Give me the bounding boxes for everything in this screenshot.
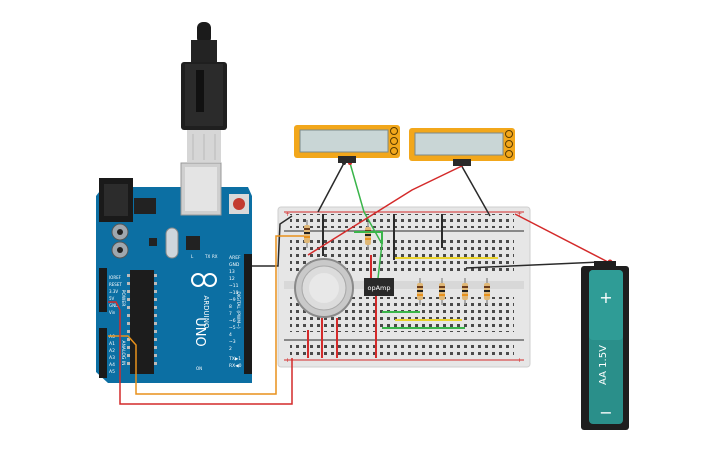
rail-plus-bottom: + — [285, 357, 290, 364]
analog-pin-label: A2 — [109, 348, 115, 354]
label-vin: Vin — [109, 310, 116, 315]
label-tx1: TX▶1 — [228, 356, 241, 362]
wire-black-probe-left[interactable] — [317, 162, 345, 213]
meter-mode-button[interactable] — [505, 140, 513, 148]
resistor-2[interactable] — [439, 278, 445, 305]
label-3v3: 3.3V — [109, 289, 118, 294]
multimeter-right[interactable] — [409, 128, 515, 166]
wire-black-gnd[interactable] — [252, 215, 293, 267]
power-header — [99, 268, 107, 312]
battery-aa[interactable]: + − AA 1.5V — [581, 261, 629, 430]
wire-red-battery[interactable] — [514, 213, 609, 263]
digital-pin-label: 12 — [229, 276, 235, 282]
digital-pin-label: ~11 — [229, 283, 239, 289]
digital-pin-label: ~10 — [229, 290, 239, 296]
meter-mode-button[interactable] — [505, 130, 513, 138]
resistor-top-left[interactable] — [304, 220, 310, 248]
label-5v: 5V — [109, 296, 115, 301]
analog-pin-label: A5 — [109, 369, 115, 375]
label-gnd: GND — [229, 262, 240, 268]
rail-plus-top: + — [285, 211, 290, 218]
label-ioref: IOREF — [109, 275, 122, 280]
analog-pin-label: A4 — [109, 362, 115, 368]
breadboard[interactable]: + + + + — [277, 206, 531, 368]
wire-orange-a0[interactable] — [108, 235, 304, 395]
digital-pin-label: 8 — [229, 304, 232, 310]
usb-cable[interactable] — [181, 22, 227, 162]
rail-plus-bottom-right: + — [517, 357, 522, 364]
label-on: ON — [196, 366, 202, 371]
wire-green-probe[interactable] — [349, 162, 383, 279]
digital-pin-label: 13 — [229, 269, 235, 275]
digital-pin-label: ~5 — [229, 325, 236, 331]
opamp-chip[interactable]: opAmp — [364, 278, 394, 296]
label-aref: AREF — [229, 255, 241, 261]
label-power: POWER — [120, 290, 126, 307]
digital-pin-label: ~6 — [229, 318, 236, 324]
digital-pin-label: 7 — [229, 311, 232, 317]
arduino-uno-board[interactable]: ARDUINO UNO TX RX ON L AREF GND 1312~11~… — [96, 162, 252, 383]
digital-pin-label: 2 — [229, 346, 232, 352]
analog-pin-label: A1 — [109, 341, 115, 347]
gas-sensor[interactable] — [294, 258, 354, 318]
resistor-3[interactable] — [462, 278, 468, 305]
wire-green-3[interactable] — [354, 231, 383, 244]
analog-pin-label: A3 — [109, 355, 115, 361]
arduino-brand: ARDUINO — [202, 296, 210, 329]
label-reset: RESET — [109, 282, 122, 287]
battery-minus: − — [599, 403, 612, 422]
analog-pin-label: A0 — [109, 334, 115, 340]
label-digital: DIGITAL (PWM~) — [235, 291, 241, 329]
meter-mode-button[interactable] — [390, 137, 398, 145]
battery-plus: + — [599, 288, 612, 307]
opamp-label: opAmp — [367, 284, 390, 292]
battery-label: AA 1.5V — [598, 345, 609, 385]
digital-pin-label: ~3 — [229, 339, 236, 345]
label-analog: ANALOG IN — [120, 340, 126, 365]
arduino-model: UNO — [192, 317, 207, 346]
rail-plus-top-right: + — [517, 211, 522, 218]
analog-header — [99, 328, 107, 378]
wire-black-probe-right[interactable] — [459, 162, 491, 217]
resistor-4[interactable] — [484, 278, 490, 305]
label-l: L — [191, 254, 194, 259]
label-tx: TX — [204, 254, 210, 259]
wire-red-5v[interactable] — [108, 301, 293, 405]
wire-red-probe-right[interactable] — [307, 162, 469, 256]
label-rx: RX — [212, 254, 218, 259]
meter-mode-button[interactable] — [390, 147, 398, 155]
meter-mode-button[interactable] — [390, 127, 398, 135]
multimeter-left[interactable] — [294, 125, 400, 163]
label-gnd2: GND — [109, 303, 118, 308]
resistor-1[interactable] — [417, 278, 423, 305]
label-rx0: RX◀0 — [229, 363, 242, 369]
digital-pin-label: 4 — [229, 332, 232, 338]
meter-mode-button[interactable] — [505, 150, 513, 158]
atmega-chip — [130, 270, 154, 374]
arduino-logo-icon — [191, 273, 217, 287]
digital-pin-label: ~9 — [229, 297, 236, 303]
digital-header — [244, 254, 252, 374]
